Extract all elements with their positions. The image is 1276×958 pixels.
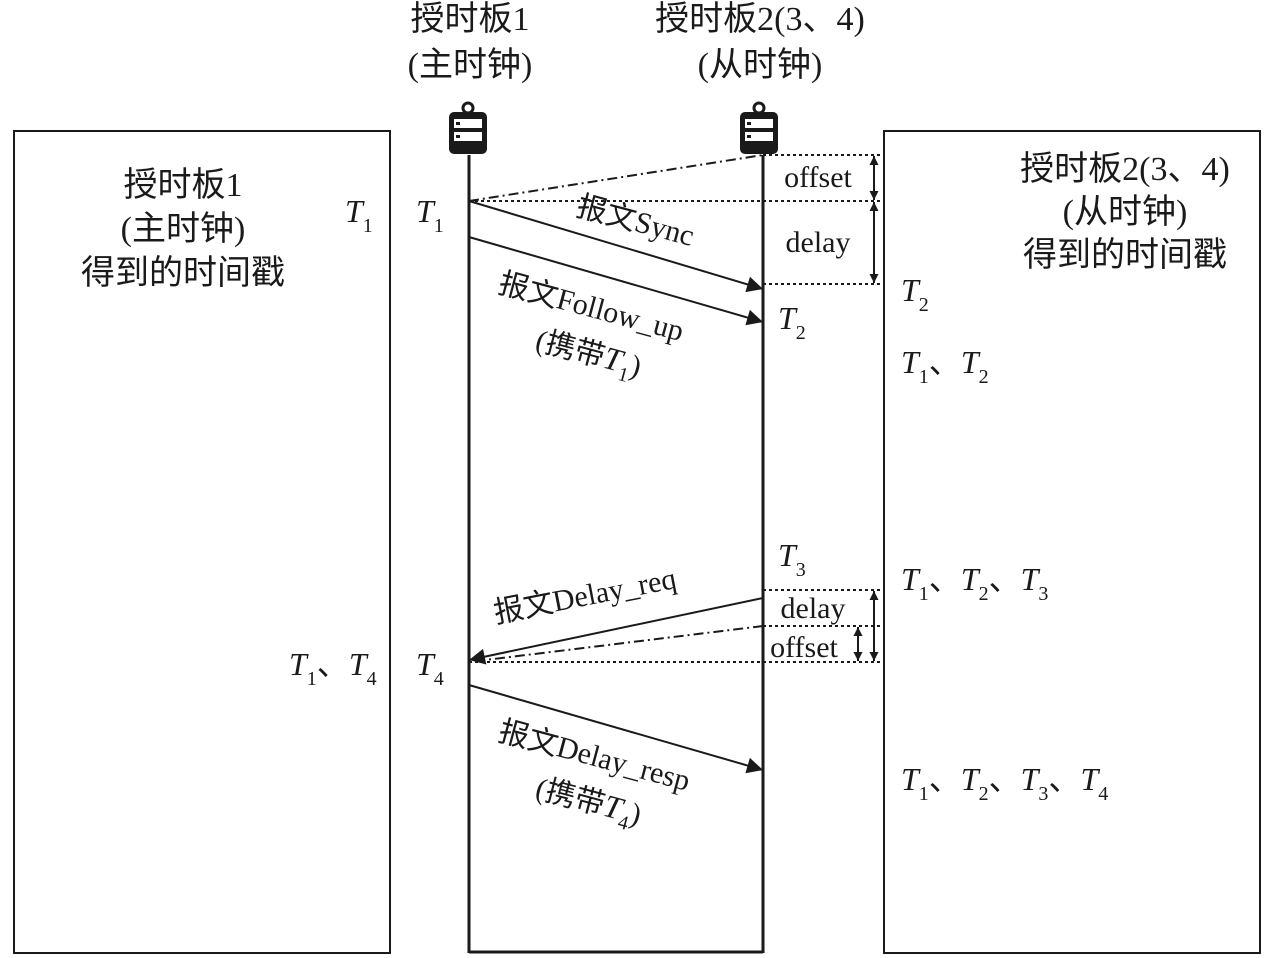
right-panel-line3: 得到的时间戳 [1023,236,1227,274]
delay-resp-arrow [468,684,764,774]
t1-t2-right-panel: T1、T2 [901,344,989,388]
t1-t2-t3-t4-right-panel: T1、T2、T3、T4 [901,761,1108,805]
delay-label-top: delay [786,226,851,259]
left-panel-box [13,130,391,954]
t1-t4-left-panel: T1、T4 [289,646,377,690]
delay-req-arrow [468,597,764,665]
t1-master: T1 [416,193,444,237]
master-subtitle: (主时钟) [408,47,533,84]
t3-slave: T3 [778,537,806,581]
t1-left-panel: T1 [345,193,373,237]
t4-master: T4 [416,646,444,690]
left-panel-line3: 得到的时间戳 [81,254,285,292]
t2-right-panel: T2 [901,272,929,316]
follow-up-label: 报文Follow_up [495,267,687,348]
offset-label-bottom: offset [770,631,838,664]
left-panel-line2: (主时钟) [121,211,246,248]
master-title: 授时板1 [411,0,530,38]
sync-arrow [468,200,764,293]
left-panel-line1: 授时板1 [124,166,243,204]
master-clock-icon [449,101,487,154]
slave-clock-icon [740,101,778,154]
delay-req-label: 报文Delay_req [491,562,679,630]
right-panel-box [883,130,1261,954]
delay-resp-label: 报文Delay_resp [495,715,693,798]
sync-offset-line [468,154,764,202]
right-panel-line2: (从时钟) [1063,194,1188,231]
req-offset-line [468,625,764,663]
follow-up-arrow [468,236,764,326]
slave-title: 授时板2(3、4) [655,0,865,38]
slave-subtitle: (从时钟) [698,47,823,84]
offset-label-top: offset [784,161,852,194]
t1-t2-t3-right-panel: T1、T2、T3 [901,561,1048,605]
right-panel-line1: 授时板2(3、4) [1020,150,1230,188]
t2-slave: T2 [778,300,806,344]
sync-label: 报文Sync [573,190,697,253]
delay-label-bottom: delay [781,592,846,625]
